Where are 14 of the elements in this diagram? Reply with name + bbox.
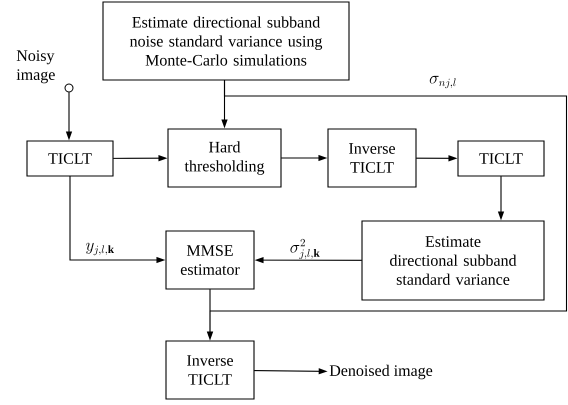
process-box: Hard thresholding — [167, 128, 282, 188]
process-box: TICLT — [457, 140, 545, 177]
edge-label: $\sigma^{2}_{j,l,\mathbf{k}}$ — [290, 238, 320, 259]
terminal-label: Noisy image — [16, 50, 55, 84]
process-box: TICLT — [26, 140, 114, 177]
edge-label: $y_{j,l,\mathbf{k}}$ — [86, 242, 114, 256]
input-terminal — [64, 84, 74, 92]
output-text: Denoised image — [330, 364, 432, 380]
edge-label: $\sigma_{nj,l}$ — [430, 76, 456, 88]
process-box: Estimate directional subband noise standard variance using Monte-Carlo simulations — [102, 1, 350, 81]
process-box: Inverse TICLT — [165, 340, 255, 400]
process-box: Inverse TICLT — [327, 128, 417, 188]
process-box: MMSE estimator — [165, 230, 255, 290]
process-box: Estimate directional subband standard variance — [361, 220, 545, 301]
